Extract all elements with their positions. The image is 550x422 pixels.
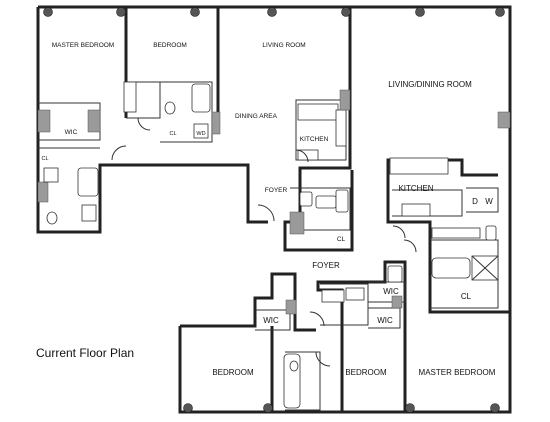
room-label: BEDROOM <box>345 368 387 377</box>
room-label: FOYER <box>312 261 340 270</box>
closet-label: WIC <box>383 287 399 296</box>
room-label: MASTER BEDROOM <box>419 368 496 377</box>
room-label: BEDROOM <box>212 368 254 377</box>
closet-labels: WIC CL CL WD CL D W CL WIC WIC WIC <box>41 129 493 325</box>
closet-label: CL <box>461 292 472 301</box>
column <box>415 7 425 17</box>
room-labels: MASTER BEDROOM BEDROOM LIVING ROOM DININ… <box>52 42 496 377</box>
column <box>43 7 53 17</box>
room-label: KITCHEN <box>398 184 433 193</box>
room-label: MASTER BEDROOM <box>52 42 114 49</box>
column <box>341 7 351 17</box>
room-label: KITCHEN <box>300 136 329 143</box>
door-swings <box>111 117 417 367</box>
closet-label: WIC <box>377 316 393 325</box>
closet-label: WIC <box>263 316 279 325</box>
closet-label: CL <box>337 236 346 243</box>
structural-columns <box>43 7 505 413</box>
room-label: LIVING/DINING ROOM <box>388 80 472 89</box>
closet-label: CL <box>169 131 176 137</box>
column <box>490 403 500 413</box>
closet-label: WIC <box>65 129 78 136</box>
room-label: DINING AREA <box>235 113 278 120</box>
closet-label: D <box>472 197 478 206</box>
room-label: BEDROOM <box>153 42 187 49</box>
room-label: LIVING ROOM <box>262 42 305 49</box>
column <box>183 403 193 413</box>
column <box>405 403 415 413</box>
room-label: FOYER <box>265 187 288 194</box>
unit-c-walls <box>178 260 512 414</box>
column <box>116 7 126 17</box>
closet-label: W <box>485 197 493 206</box>
plan-caption: Current Floor Plan <box>36 346 135 360</box>
fixtures <box>37 81 511 409</box>
column <box>263 403 273 413</box>
column <box>495 7 505 17</box>
column <box>190 7 200 17</box>
closet-label: WD <box>196 131 205 137</box>
closet-label: CL <box>41 156 48 162</box>
column <box>267 7 277 17</box>
